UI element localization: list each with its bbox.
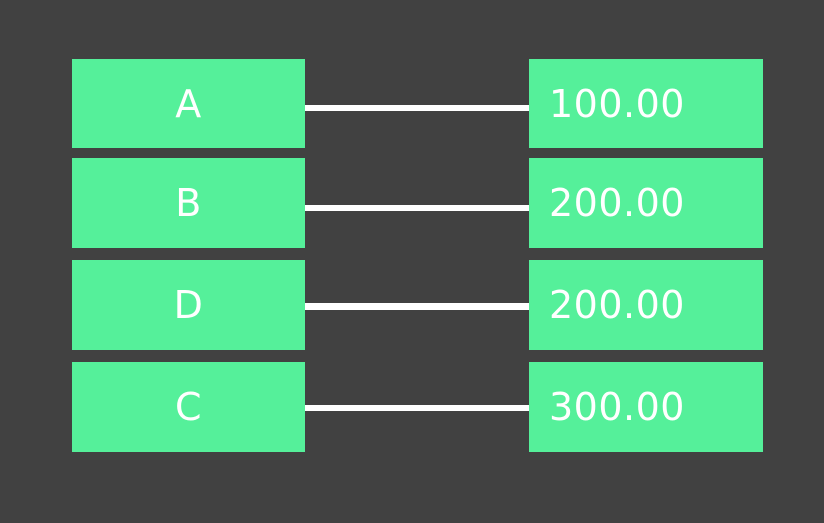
sankey-target-node[interactable]: 300.00: [529, 362, 763, 452]
sankey-source-node[interactable]: B: [72, 158, 305, 248]
sankey-target-node[interactable]: 100.00: [529, 59, 763, 148]
sankey-link[interactable]: [305, 405, 529, 411]
sankey-target-node[interactable]: 200.00: [529, 158, 763, 248]
sankey-link[interactable]: [305, 205, 529, 211]
sankey-target-node[interactable]: 200.00: [529, 260, 763, 350]
sankey-link[interactable]: [305, 303, 529, 310]
sankey-source-node[interactable]: D: [72, 260, 305, 350]
sankey-source-node[interactable]: C: [72, 362, 305, 452]
sankey-link[interactable]: [305, 105, 529, 111]
sankey-source-node[interactable]: A: [72, 59, 305, 148]
